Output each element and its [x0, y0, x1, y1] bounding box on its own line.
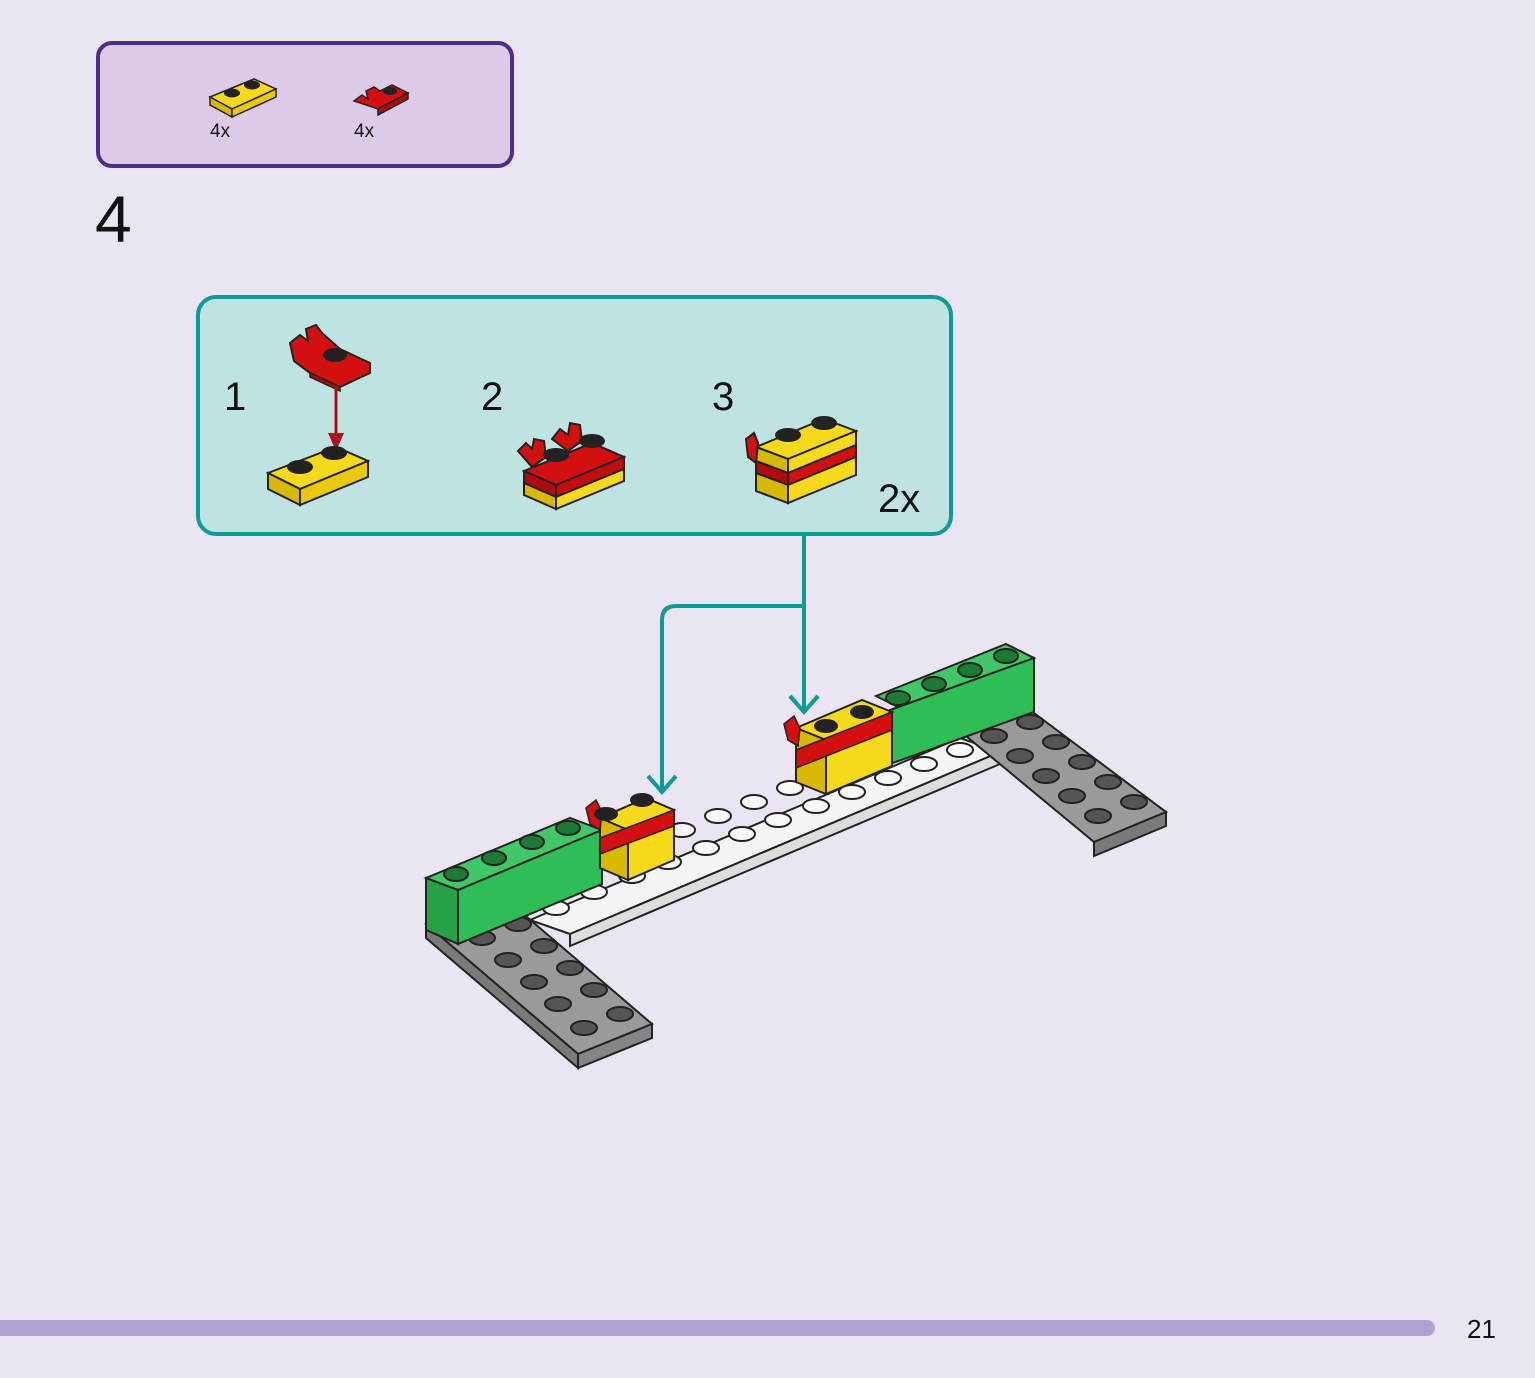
sub-step-number-3: 3	[712, 375, 735, 419]
step-number: 4	[95, 182, 132, 256]
callout-arrowhead-left	[646, 774, 678, 796]
sub-step-number-2: 2	[481, 375, 504, 419]
green-left-studs	[443, 820, 581, 882]
red-clip-plate-qty: 4x	[354, 121, 375, 142]
sub-assembly-box: 1 2 3 2x	[196, 295, 953, 536]
parts-list-box: 4x 4x	[96, 41, 514, 168]
sub-step-2-illustration	[516, 421, 627, 511]
grey-right-studs	[980, 714, 1148, 824]
page-number: 21	[1467, 1314, 1496, 1344]
progress-bar	[0, 1320, 1435, 1336]
sub-assembly-multiplier: 2x	[878, 477, 921, 521]
white-plate-studs	[542, 742, 974, 916]
yellow-plate-icon	[208, 78, 278, 119]
sub-step-1-illustration	[265, 323, 371, 507]
grey-left-studs	[468, 916, 634, 1036]
yellow-plate-qty: 4x	[210, 121, 231, 142]
red-clip-plate-icon	[352, 84, 410, 117]
callout-arrowhead-right	[788, 694, 820, 716]
sub-step-3-illustration	[744, 416, 859, 505]
green-right-studs	[885, 648, 1019, 706]
sub-step-number-1: 1	[224, 375, 247, 419]
